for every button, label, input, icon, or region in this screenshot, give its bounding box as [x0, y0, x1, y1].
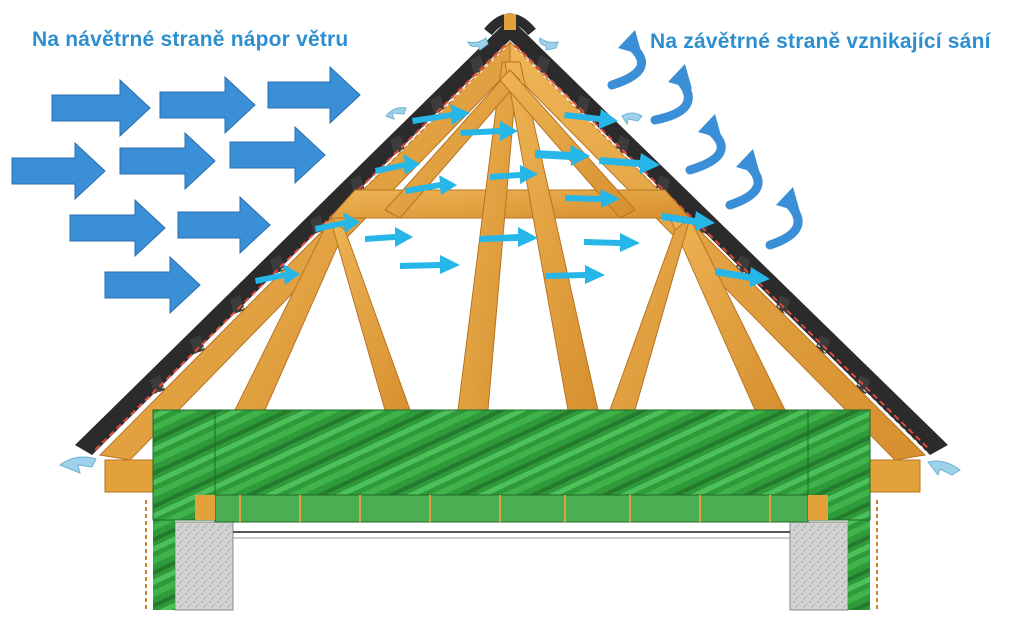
right-wall-insulation — [848, 505, 870, 610]
air-flow-arrow-icon — [599, 153, 660, 174]
vent-arrow-icon — [58, 456, 97, 474]
air-flow-arrow-icon — [365, 227, 413, 247]
air-flow-arrow-icon — [460, 121, 518, 141]
vent-arrows — [58, 37, 961, 477]
air-flow-arrow-icon — [565, 189, 620, 208]
air-flow-arrow-icon — [545, 265, 605, 284]
air-flow-arrow-icon — [412, 104, 470, 125]
windward-label: Na návětrné straně nápor větru — [32, 28, 349, 51]
air-flow-arrows — [255, 104, 770, 287]
air-flow-arrow-icon — [662, 211, 715, 231]
leeward-label: Na závětrné straně vznikající sání — [650, 30, 991, 53]
insulation-block — [152, 409, 871, 496]
air-flow-arrow-icon — [405, 175, 457, 195]
wind-arrow-icon — [177, 195, 271, 255]
right-wall — [789, 521, 849, 611]
air-flow-arrow-icon — [400, 255, 460, 274]
wind-arrow-icon — [51, 78, 151, 138]
wind-arrow-icon — [119, 131, 216, 191]
air-flow-arrow-icon — [375, 154, 420, 175]
wind-arrows — [11, 65, 361, 315]
vent-arrow-icon — [539, 37, 559, 51]
air-flow-arrow-icon — [315, 212, 360, 233]
wind-arrow-icon — [229, 125, 326, 185]
collar-beam — [328, 189, 692, 219]
vent-arrow-icon — [621, 112, 643, 126]
air-flow-arrow-icon — [480, 227, 538, 247]
air-flow-arrow-icon — [584, 233, 640, 252]
vent-arrow-icon — [385, 107, 407, 120]
vent-arrow-icon — [467, 37, 489, 51]
wind-arrow-icon — [159, 75, 256, 135]
air-flow-arrow-icon — [255, 264, 300, 285]
air-flow-arrow-icon — [535, 145, 590, 166]
air-flow-arrow-icon — [490, 165, 538, 184]
air-flow-arrow-icon — [715, 267, 770, 287]
wind-arrow-icon — [104, 255, 201, 315]
wind-arrow-icon — [267, 65, 361, 125]
wind-arrow-icon — [11, 141, 106, 201]
wind-arrow-icon — [69, 198, 166, 258]
left-wall — [174, 521, 234, 611]
air-flow-arrow-icon — [564, 109, 618, 129]
left-wall-insulation — [153, 505, 175, 610]
vent-arrow-icon — [927, 460, 961, 477]
